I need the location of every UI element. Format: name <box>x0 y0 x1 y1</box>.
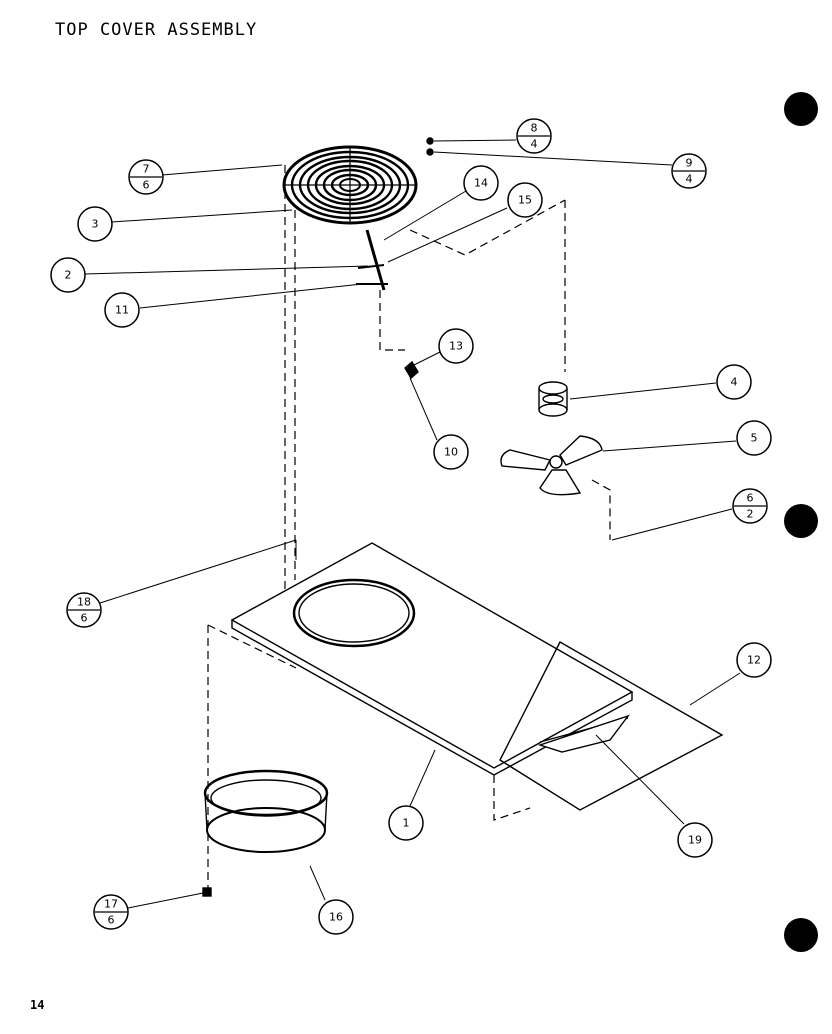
callout-9-4: 9 4 <box>671 153 707 189</box>
svg-text:7: 7 <box>143 163 150 176</box>
svg-text:19: 19 <box>688 834 702 847</box>
svg-text:6: 6 <box>81 612 88 625</box>
svg-text:8: 8 <box>531 122 538 135</box>
callout-8-4: 8 4 <box>516 118 552 154</box>
svg-text:6: 6 <box>143 179 150 192</box>
fan-motor <box>538 381 568 417</box>
callout-6-2: 6 2 <box>732 488 768 524</box>
svg-text:4: 4 <box>531 138 538 151</box>
svg-text:14: 14 <box>474 177 488 190</box>
svg-text:5: 5 <box>751 432 758 445</box>
svg-text:16: 16 <box>329 911 343 924</box>
svg-text:18: 18 <box>77 596 91 609</box>
callout-13: 13 <box>438 328 474 364</box>
page-number: 14 <box>30 998 45 1012</box>
callout-15: 15 <box>507 182 543 218</box>
svg-text:4: 4 <box>731 376 738 389</box>
svg-text:11: 11 <box>115 304 129 317</box>
fan-blade <box>500 435 603 496</box>
binder-hole-top <box>784 92 818 126</box>
svg-text:12: 12 <box>747 654 761 667</box>
callout-14: 14 <box>463 165 499 201</box>
svg-text:15: 15 <box>518 194 532 207</box>
callout-18-6: 18 6 <box>66 592 102 628</box>
callout-4: 4 <box>716 364 752 400</box>
callout-10: 10 <box>433 434 469 470</box>
callout-5: 5 <box>736 420 772 456</box>
svg-text:4: 4 <box>686 173 693 186</box>
svg-text:13: 13 <box>449 340 463 353</box>
callout-16: 16 <box>318 899 354 935</box>
callout-1: 1 <box>388 805 424 841</box>
callout-11: 11 <box>104 292 140 328</box>
svg-text:9: 9 <box>686 157 693 170</box>
svg-text:17: 17 <box>104 898 118 911</box>
callout-7-6: 7 6 <box>128 159 164 195</box>
svg-text:6: 6 <box>747 492 754 505</box>
svg-text:2: 2 <box>747 508 754 521</box>
svg-text:2: 2 <box>65 269 72 282</box>
binder-hole-bottom <box>784 918 818 952</box>
callout-2: 2 <box>50 257 86 293</box>
svg-text:3: 3 <box>92 218 99 231</box>
fan-guard <box>282 145 418 225</box>
svg-text:6: 6 <box>108 914 115 927</box>
callout-3: 3 <box>77 206 113 242</box>
svg-text:1: 1 <box>403 817 410 830</box>
page-title: TOP COVER ASSEMBLY <box>55 20 258 40</box>
binder-hole-middle <box>784 504 818 538</box>
guard-bracket <box>356 229 388 291</box>
condenser-ring <box>203 769 329 853</box>
callout-19: 19 <box>677 822 713 858</box>
callout-17-6: 17 6 <box>93 894 129 930</box>
svg-text:10: 10 <box>444 446 458 459</box>
callout-12: 12 <box>736 642 772 678</box>
